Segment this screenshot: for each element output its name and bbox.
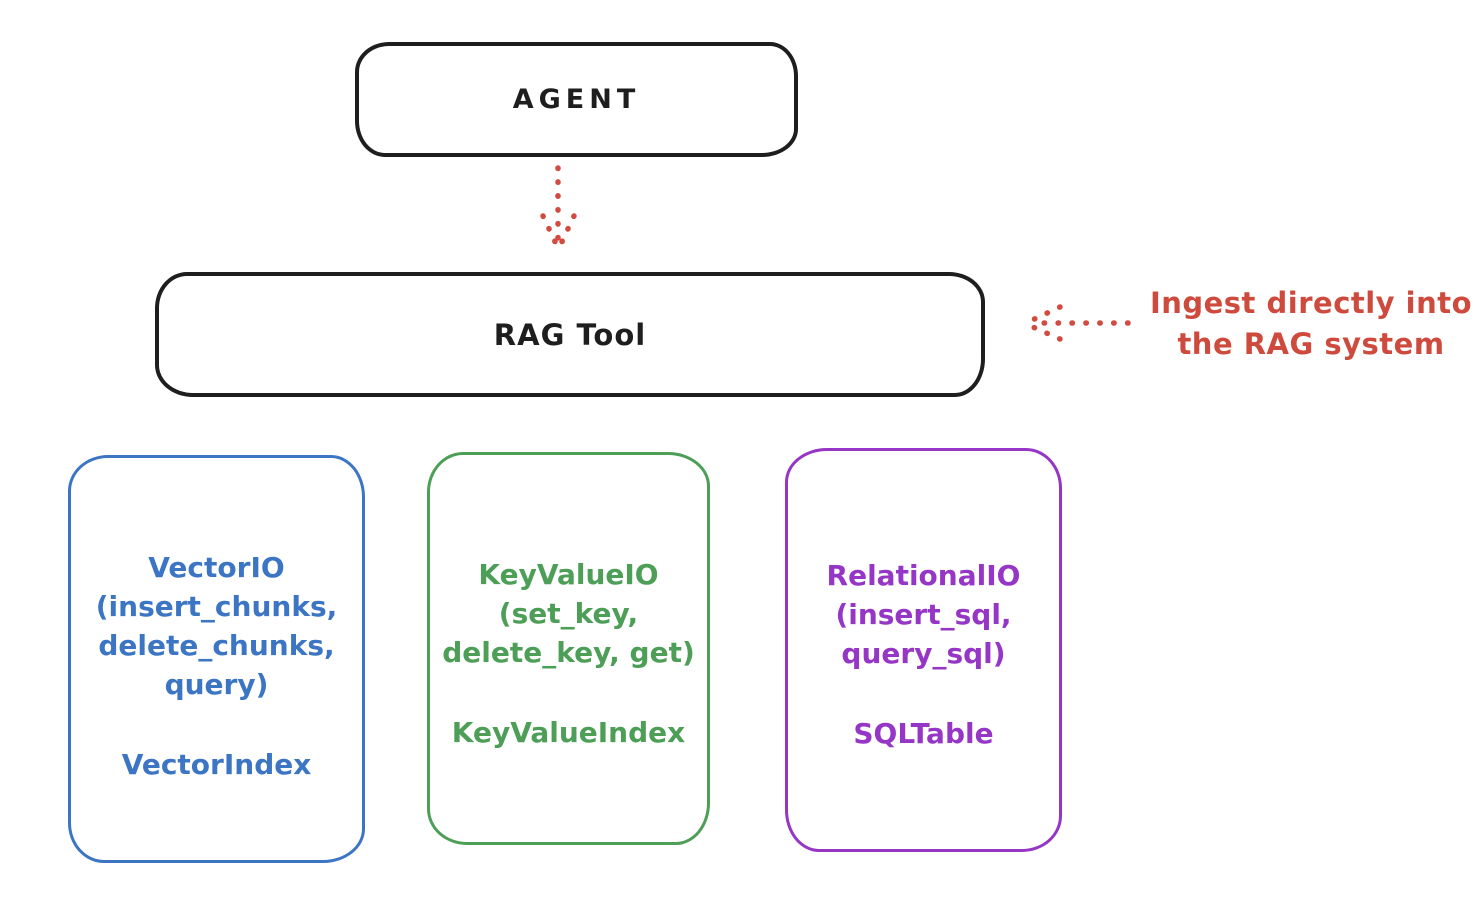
agent-to-rag-arrow: [540, 165, 577, 251]
rag-tool-node: RAG Tool: [155, 272, 985, 397]
keyvalue-io-line: (set_key,: [498, 597, 639, 630]
vector-io-line: delete_chunks,: [98, 629, 335, 662]
keyvalue-io-line: delete_key, get): [442, 636, 695, 669]
arrowhead-left-wing: [540, 213, 561, 251]
keyvalue-io-node: KeyValueIO (set_key, delete_key, get) Ke…: [427, 452, 710, 845]
vector-index-label: VectorIndex: [121, 748, 312, 781]
annotation-text: Ingest directly into the RAG system: [1138, 283, 1484, 365]
keyvalue-io-title-line: KeyValueIO: [478, 558, 659, 591]
annotation-line-2: the RAG system: [1177, 327, 1445, 361]
relational-io-title-line: RelationalIO: [826, 559, 1021, 592]
vector-io-node: VectorIO (insert_chunks, delete_chunks, …: [68, 455, 365, 863]
arrowhead-right-wing: [556, 213, 577, 251]
agent-label: AGENT: [512, 84, 641, 115]
vector-io-line: (insert_chunks,: [95, 590, 338, 623]
relational-io-node: RelationalIO (insert_sql, query_sql) SQL…: [785, 448, 1062, 852]
annotation-line-1: Ingest directly into: [1149, 286, 1473, 320]
annotation-to-rag-arrow: [1023, 304, 1131, 342]
arrowhead-bottom-wing: [1023, 321, 1063, 342]
keyvalue-index-label: KeyValueIndex: [451, 716, 686, 749]
vector-io-line: query): [164, 668, 269, 701]
rag-tool-label: RAG Tool: [493, 317, 647, 352]
relational-io-line: (insert_sql,: [835, 598, 1012, 631]
sql-table-label: SQLTable: [853, 717, 994, 750]
vector-io-title-line: VectorIO: [148, 551, 285, 584]
relational-io-line: query_sql): [841, 637, 1006, 670]
agent-node: AGENT: [355, 42, 798, 157]
